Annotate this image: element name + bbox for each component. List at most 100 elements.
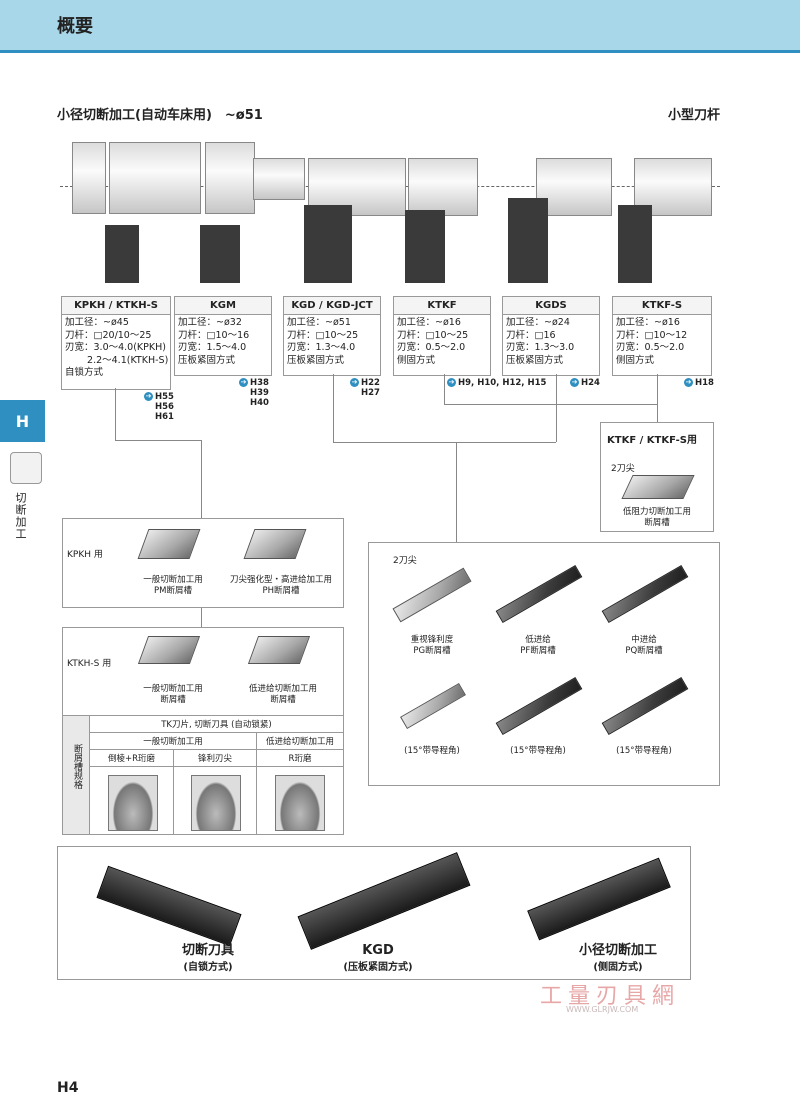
spec-kpkh: KPKH / KTKH-S 加工径：~ø45 刀杆：□20/10～25 刃宽：3… bbox=[61, 296, 171, 390]
spec-kgds: KGDS 加工径：~ø24 刀杆：□16 刃宽：1.3～3.0 压板紧固方式 bbox=[502, 296, 600, 376]
chipbreaker-side: 断屑槽规格 bbox=[63, 716, 90, 834]
spec-lines: 加工径：~ø45 刀杆：□20/10～25 刃宽：3.0～4.0(KPKH) 2… bbox=[65, 317, 169, 378]
ktkf-box-sub: 2刀尖 bbox=[611, 464, 635, 474]
chipbreaker-group-lowfeed: 低进给切断加工用 bbox=[257, 733, 343, 750]
connector bbox=[333, 374, 334, 442]
side-tab-label: 切断加工 bbox=[14, 492, 27, 540]
chipbreaker-image-1 bbox=[108, 775, 158, 831]
chipbreaker-image-3 bbox=[275, 775, 325, 831]
pq-insert-image bbox=[601, 564, 689, 624]
spec-name: KGD / KGD-JCT bbox=[284, 297, 380, 315]
kpkh-box-label: KPKH 用 bbox=[67, 550, 103, 560]
page-ref[interactable]: ➔H22 H27 bbox=[350, 378, 380, 398]
section-title: 小径切断加工(自动车床用) ~ø51 bbox=[57, 108, 263, 123]
page-ref[interactable]: ➔H38 H39 H40 bbox=[239, 378, 269, 408]
holder-ktkf-s bbox=[618, 205, 652, 283]
ktkh-general-insert-image bbox=[137, 636, 201, 664]
tool-label-3: 小径切断加工 (侧固方式) bbox=[578, 943, 657, 973]
spec-name: KGDS bbox=[503, 297, 599, 315]
ktkf-box-title: KTKF / KTKF-S用 bbox=[607, 435, 697, 446]
spec-kgd: KGD / KGD-JCT 加工径：~ø51 刀杆：□10～25 刃宽：1.3～… bbox=[283, 296, 381, 376]
arrow-right-icon: ➔ bbox=[570, 378, 579, 387]
spec-lines: 加工径：~ø51 刀杆：□10～25 刃宽：1.3～4.0 压板紧固方式 bbox=[287, 317, 359, 366]
chipbreaker-table-box: 断屑槽规格 TK刀片, 切断刀具 (自动锁紧) 一般切断加工用 低进给切断加工用… bbox=[62, 715, 344, 835]
page-ref[interactable]: ➔H24 bbox=[570, 378, 600, 388]
ktkf-box-caption: 低阻力切断加工用 断屑槽 bbox=[622, 507, 691, 528]
lead-caption-1: (15°带导程角) bbox=[404, 746, 460, 756]
chipbreaker-image-2 bbox=[191, 775, 241, 831]
ktkf-inserts-box: 2刀尖 重视锋利度 PG断屑槽 低进给 PF断屑槽 中进给 PQ断屑槽 (15°… bbox=[368, 542, 720, 786]
page-number: H4 bbox=[57, 1080, 79, 1096]
kpkh-insert-box: KPKH 用 一般切断加工用 PM断屑槽 刀尖强化型・高进给加工用 PH断屑槽 bbox=[62, 518, 344, 608]
small-cutoff-tool-image bbox=[527, 857, 671, 941]
workpiece-4 bbox=[253, 158, 305, 200]
kgd-tool-image bbox=[297, 852, 471, 950]
side-tab-letter: H bbox=[15, 411, 30, 431]
cutoff-icon bbox=[10, 452, 42, 484]
pg-insert-image bbox=[392, 567, 472, 623]
inserts-box-sub: 2刀尖 bbox=[393, 556, 417, 566]
spec-name: KPKH / KTKH-S bbox=[62, 297, 170, 315]
workpiece-1 bbox=[72, 142, 106, 214]
ktkh-lowfeed-caption: 低进给切断加工用 断屑槽 bbox=[248, 684, 317, 705]
spec-ktkf-s: KTKF-S 加工径：~ø16 刀杆：□10～12 刃宽：0.5～2.0 侧固方… bbox=[612, 296, 712, 376]
workpiece-2 bbox=[109, 142, 201, 214]
ph-caption: 刀尖强化型・高进给加工用 PH断屑槽 bbox=[229, 575, 332, 596]
cutoff-tool-image bbox=[96, 865, 242, 947]
chipbreaker-group-general: 一般切断加工用 bbox=[90, 733, 257, 750]
tool-label-2: KGD (压板紧固方式) bbox=[343, 943, 413, 973]
connector bbox=[444, 404, 657, 405]
page-ref[interactable]: ➔H18 bbox=[684, 378, 714, 388]
spec-lines: 加工径：~ø16 刀杆：□10～12 刃宽：0.5～2.0 侧固方式 bbox=[616, 317, 688, 366]
ktkh-box-label: KTKH-S 用 bbox=[67, 659, 112, 669]
page-ref[interactable]: ➔H55 H56 H61 bbox=[144, 392, 174, 422]
ktkf-insert-box: KTKF / KTKF-S用 2刀尖 低阻力切断加工用 断屑槽 bbox=[600, 422, 714, 532]
watermark-logo: 工量刃具網 bbox=[540, 984, 681, 1009]
pm-caption: 一般切断加工用 PM断屑槽 bbox=[143, 575, 203, 596]
spec-ktkf: KTKF 加工径：~ø16 刀杆：□10～25 刃宽：0.5～2.0 侧固方式 bbox=[393, 296, 491, 376]
pm-insert-image bbox=[137, 529, 201, 559]
spec-lines: 加工径：~ø32 刀杆：□10～16 刃宽：1.5～4.0 压板紧固方式 bbox=[178, 317, 250, 366]
connector bbox=[201, 440, 202, 518]
chipbreaker-col-sharp: 锋利刃尖 bbox=[174, 750, 257, 767]
connector bbox=[201, 606, 202, 628]
spec-kgm: KGM 加工径：~ø32 刀杆：□10～16 刃宽：1.5～4.0 压板紧固方式 bbox=[174, 296, 272, 376]
arrow-right-icon: ➔ bbox=[684, 378, 693, 387]
connector bbox=[115, 388, 116, 440]
pq-caption: 中进给 PQ断屑槽 bbox=[625, 635, 663, 656]
workpiece-6 bbox=[408, 158, 478, 216]
ktkh-insert-box: KTKH-S 用 一般切断加工用 断屑槽 低进给切断加工用 断屑槽 bbox=[62, 627, 344, 717]
connector bbox=[333, 442, 556, 443]
arrow-right-icon: ➔ bbox=[447, 378, 456, 387]
ph-insert-image bbox=[243, 529, 307, 559]
pf-insert-image bbox=[495, 564, 583, 624]
chipbreaker-col-rhone: R珩磨 bbox=[257, 750, 343, 767]
connector bbox=[444, 374, 445, 404]
chipbreaker-col-chamfer: 倒棱+R珩磨 bbox=[90, 750, 174, 767]
pf-caption: 低进给 PF断屑槽 bbox=[520, 635, 556, 656]
watermark-url: WWW.GLRJW.COM bbox=[566, 1005, 639, 1014]
workpiece-3 bbox=[205, 142, 255, 214]
spec-name: KTKF bbox=[394, 297, 490, 315]
chipbreaker-side-label: 断屑槽规格 bbox=[72, 744, 82, 789]
spec-lines: 加工径：~ø16 刀杆：□10～25 刃宽：0.5～2.0 侧固方式 bbox=[397, 317, 469, 366]
holder-ktkf bbox=[405, 210, 445, 283]
workpiece-7 bbox=[536, 158, 612, 216]
arrow-right-icon: ➔ bbox=[350, 378, 359, 387]
lead-insert-image-1 bbox=[400, 682, 466, 730]
holder-kgd bbox=[304, 205, 352, 283]
connector bbox=[657, 374, 658, 422]
spec-name: KTKF-S bbox=[613, 297, 711, 315]
pg-caption: 重视锋利度 PG断屑槽 bbox=[410, 635, 454, 656]
page-ref[interactable]: ➔H9, H10, H12, H15 bbox=[447, 378, 547, 388]
connector bbox=[556, 374, 557, 442]
arrow-right-icon: ➔ bbox=[144, 392, 153, 401]
lead-caption-3: (15°带导程角) bbox=[616, 746, 672, 756]
tool-label-1: 切断刀具 (自锁方式) bbox=[181, 943, 234, 973]
connector bbox=[456, 442, 457, 542]
section-right-title: 小型刀杆 bbox=[668, 108, 721, 123]
spec-lines: 加工径：~ø24 刀杆：□16 刃宽：1.3～3.0 压板紧固方式 bbox=[506, 317, 575, 366]
chipbreaker-top-header: TK刀片, 切断刀具 (自动锁紧) bbox=[90, 716, 343, 733]
holder-kpkh bbox=[105, 225, 139, 283]
side-tab[interactable]: H bbox=[0, 400, 45, 442]
